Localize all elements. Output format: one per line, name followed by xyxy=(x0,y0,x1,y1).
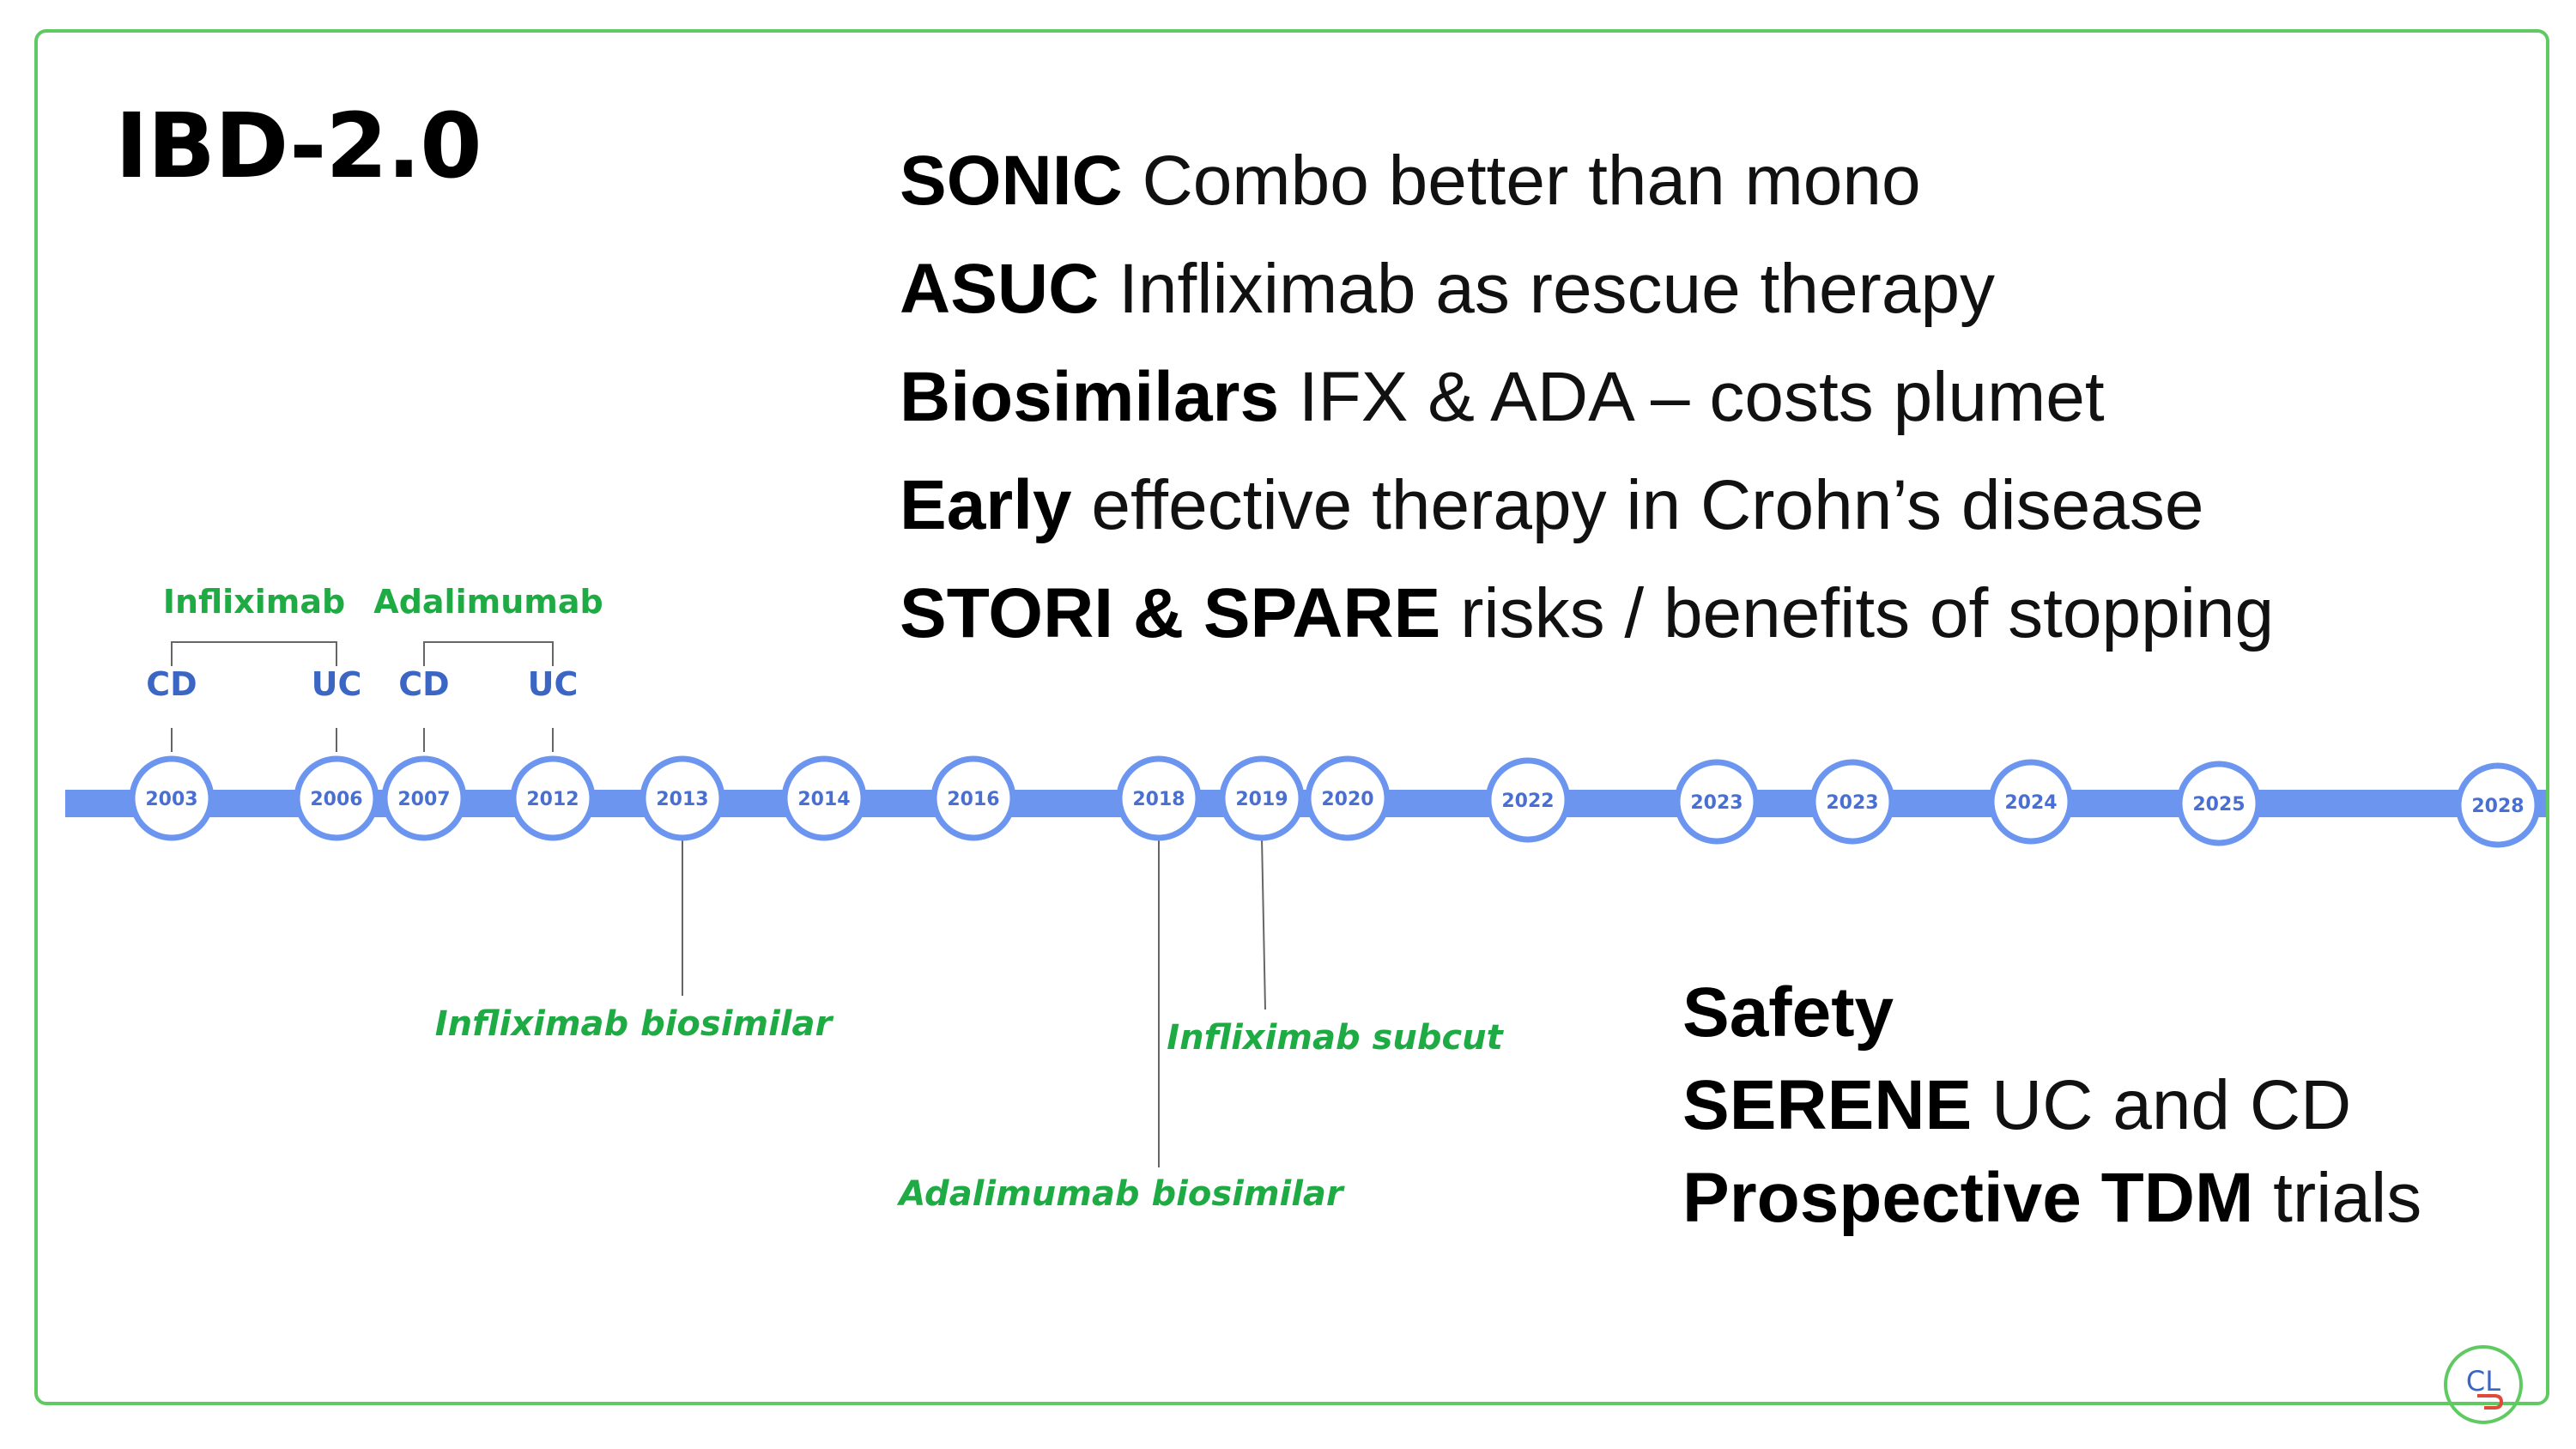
timeline-node-year: 2014 xyxy=(797,789,850,810)
timeline-node-year: 2023 xyxy=(1690,792,1743,814)
group-bracket xyxy=(171,641,337,666)
event-label: Infliximab biosimilar xyxy=(435,1004,834,1044)
group-sublabel: CD xyxy=(398,665,449,703)
cl-logo: CL xyxy=(2444,1345,2523,1424)
timeline-node xyxy=(639,755,725,841)
highlights-list: SONIC Combo better than mono ASUC Inflix… xyxy=(900,127,2531,668)
highlight-item: SONIC Combo better than mono xyxy=(900,127,2531,235)
timeline-node-year: 2007 xyxy=(397,789,450,810)
timeline-node xyxy=(2455,762,2541,848)
future-text: trials xyxy=(2253,1159,2422,1237)
timeline-node-year: 2028 xyxy=(2471,796,2524,817)
highlight-text: effective therapy in Crohn’s disease xyxy=(1071,466,2204,544)
highlight-keyword: SONIC xyxy=(900,142,1123,220)
future-item: SERENE UC and CD xyxy=(1682,1059,2541,1152)
group-sublabel: CD xyxy=(146,665,197,703)
highlight-item: Early effective therapy in Crohn’s disea… xyxy=(900,452,2531,560)
timeline-node xyxy=(930,755,1016,841)
event-connector xyxy=(1261,837,1266,1010)
highlight-keyword: Biosimilars xyxy=(900,358,1280,436)
timeline-node-year: 2023 xyxy=(1826,792,1878,814)
slide-frame xyxy=(34,29,2549,1405)
slide-title: IBD-2.0 xyxy=(115,94,482,198)
timeline-node xyxy=(1988,759,2074,845)
timeline-node-year: 2006 xyxy=(310,789,362,810)
timeline-node-year: 2025 xyxy=(2192,794,2245,815)
group-label: Infliximab xyxy=(163,583,345,621)
event-label: Adalimumab biosimilar xyxy=(896,1174,1345,1214)
timeline-node xyxy=(1219,755,1305,841)
highlight-text: IFX & ADA – costs plumet xyxy=(1279,358,2105,436)
timeline-node-year: 2022 xyxy=(1501,791,1554,812)
future-keyword: Safety xyxy=(1682,973,1894,1052)
highlight-text: Combo better than mono xyxy=(1122,142,1921,220)
highlight-keyword: Early xyxy=(900,466,1072,544)
timeline-node-year: 2012 xyxy=(526,789,579,810)
logo-swirl xyxy=(2477,1394,2504,1410)
timeline-node xyxy=(1809,759,1895,845)
timeline-node xyxy=(2176,761,2262,846)
highlight-text: Infliximab as rescue therapy xyxy=(1099,250,1996,328)
event-label: Infliximab subcut xyxy=(1167,1018,1504,1058)
timeline-node-year: 2013 xyxy=(656,789,708,810)
group-bracket xyxy=(423,641,554,666)
timeline-node-year: 2019 xyxy=(1235,789,1288,810)
future-keyword: Prospective TDM xyxy=(1682,1159,2254,1237)
timeline-node xyxy=(510,755,596,841)
group-sublabel: UC xyxy=(312,665,362,703)
timeline-node-year: 2003 xyxy=(145,789,197,810)
timeline-node-year: 2024 xyxy=(2004,792,2057,814)
highlight-keyword: ASUC xyxy=(900,250,1100,328)
timeline-node-year: 2016 xyxy=(947,789,999,810)
timeline-node xyxy=(294,755,379,841)
logo-text: CL xyxy=(2466,1365,2500,1397)
highlight-keyword: STORI & SPARE xyxy=(900,574,1441,652)
timeline-node xyxy=(1305,755,1391,841)
highlight-item: STORI & SPARE risks / benefits of stoppi… xyxy=(900,560,2531,668)
future-item: Safety xyxy=(1682,967,2541,1059)
future-text: UC and CD xyxy=(1972,1066,2352,1144)
timeline-node xyxy=(1674,759,1760,845)
future-keyword: SERENE xyxy=(1682,1066,1973,1144)
future-item: Prospective TDM trials xyxy=(1682,1152,2541,1245)
highlight-item: Biosimilars IFX & ADA – costs plumet xyxy=(900,343,2531,452)
timeline-node-year: 2020 xyxy=(1321,789,1373,810)
group-label: Adalimumab xyxy=(373,583,603,621)
timeline-node xyxy=(781,755,867,841)
timeline-node xyxy=(381,755,467,841)
future-list: Safety SERENE UC and CD Prospective TDM … xyxy=(1682,967,2541,1245)
highlight-item: ASUC Infliximab as rescue therapy xyxy=(900,235,2531,343)
timeline-node xyxy=(129,755,215,841)
timeline-node-year: 2018 xyxy=(1132,789,1185,810)
logo-ring xyxy=(2444,1345,2523,1424)
timeline-node xyxy=(1116,755,1202,841)
group-sublabel: UC xyxy=(528,665,579,703)
timeline-node xyxy=(1485,757,1571,843)
highlight-text: risks / benefits of stopping xyxy=(1440,574,2275,652)
